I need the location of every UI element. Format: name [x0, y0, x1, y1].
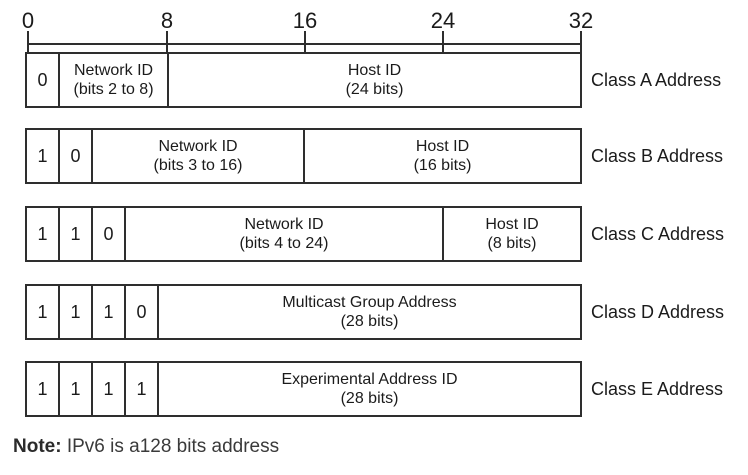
class-c-label: Class C Address: [591, 223, 725, 244]
cell-line1: Multicast Group Address: [282, 294, 457, 311]
cell-line1: Host ID: [415, 138, 470, 155]
multicast-group-cell: Multicast Group Address (28 bits): [159, 286, 580, 338]
cell-line2: (bits 4 to 24): [239, 235, 329, 252]
bit-cell: 1: [60, 363, 93, 415]
cell-line2: (28 bits): [340, 313, 399, 330]
bit-cell: 0: [27, 54, 60, 106]
cell-line1: Experimental Address ID: [281, 371, 458, 388]
bit-cell: 1: [93, 286, 126, 338]
cell-line2: (bits 3 to 16): [153, 157, 243, 174]
cell-line1: Network ID: [244, 216, 324, 233]
cell-line1: Network ID: [158, 138, 238, 155]
network-id-cell: Network ID (bits 3 to 16): [93, 130, 305, 182]
cell-line1: Host ID: [485, 216, 539, 233]
tick-mark-32: [580, 31, 582, 53]
cell-line2: (bits 2 to 8): [73, 81, 154, 98]
network-id-cell: Network ID (bits 4 to 24): [126, 208, 444, 260]
host-id-cell: Host ID (16 bits): [305, 130, 580, 182]
bit-number-8: 8: [160, 8, 174, 33]
note-text: IPv6 is a128 bits address: [61, 436, 280, 457]
network-id-cell: Network ID (bits 2 to 8): [60, 54, 169, 106]
host-id-cell: Host ID (24 bits): [169, 54, 580, 106]
bit-cell: 1: [60, 208, 93, 260]
class-a-label: Class A Address: [591, 69, 722, 90]
bit-cell: 0: [126, 286, 159, 338]
host-id-cell: Host ID (8 bits): [444, 208, 580, 260]
class-c-box: 1 1 0 Network ID (bits 4 to 24) Host ID …: [25, 206, 582, 262]
bit-number-32: 32: [568, 8, 594, 33]
bit-cell: 1: [27, 130, 60, 182]
bit-cell: 0: [93, 208, 126, 260]
class-d-box: 1 1 1 0 Multicast Group Address (28 bits…: [25, 284, 582, 340]
cell-line2: (28 bits): [340, 390, 399, 407]
class-a-box: 0 Network ID (bits 2 to 8) Host ID (24 b…: [25, 52, 582, 108]
class-b-box: 1 0 Network ID (bits 3 to 16) Host ID (1…: [25, 128, 582, 184]
tick-mark-0: [27, 31, 29, 53]
class-e-box: 1 1 1 1 Experimental Address ID (28 bits…: [25, 361, 582, 417]
bit-cell: 1: [60, 286, 93, 338]
ipv6-note: Note: IPv6 is a128 bits address: [13, 436, 279, 458]
bit-cell: 1: [27, 286, 60, 338]
experimental-address-cell: Experimental Address ID (28 bits): [159, 363, 580, 415]
class-d-label: Class D Address: [591, 301, 725, 322]
cell-line1: Host ID: [347, 62, 402, 79]
bit-number-24: 24: [430, 8, 456, 33]
bit-number-0: 0: [21, 8, 35, 33]
note-prefix: Note:: [13, 436, 62, 457]
bit-number-16: 16: [292, 8, 318, 33]
tick-mark-8: [166, 31, 168, 53]
bit-cell: 1: [93, 363, 126, 415]
cell-line1: Network ID: [73, 62, 154, 79]
class-b-label: Class B Address: [591, 145, 724, 166]
tick-mark-24: [442, 31, 444, 53]
bit-cell: 1: [27, 363, 60, 415]
class-e-label: Class E Address: [591, 378, 724, 399]
bit-cell: 0: [60, 130, 93, 182]
cell-line2: (8 bits): [487, 235, 537, 252]
bit-cell: 1: [27, 208, 60, 260]
tick-mark-16: [304, 31, 306, 53]
bit-cell: 1: [126, 363, 159, 415]
cell-line2: (16 bits): [413, 157, 472, 174]
cell-line2: (24 bits): [345, 81, 404, 98]
